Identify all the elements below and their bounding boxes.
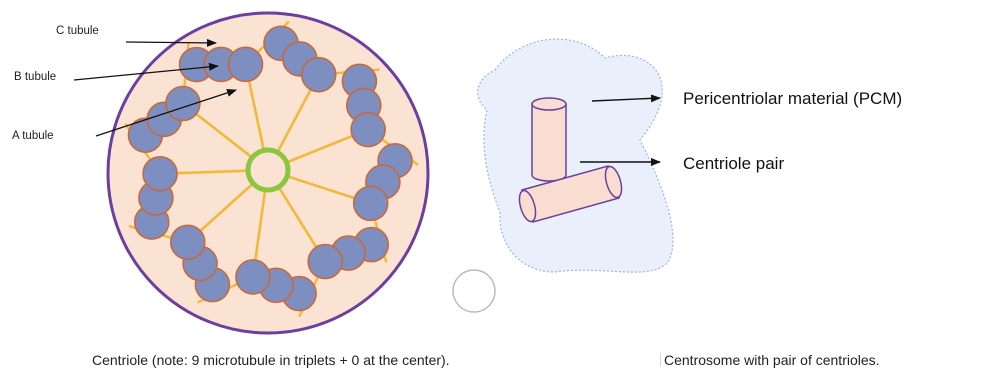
a-tubule-label: A tubule: [12, 130, 54, 142]
small-empty-circle: [453, 270, 495, 312]
a-tubule: [302, 58, 336, 92]
centriole-cross-section: [108, 13, 428, 333]
pericentriolar-material: [478, 39, 673, 272]
central-hub-ring: [248, 150, 288, 190]
pcm-label: Pericentriolar material (PCM): [683, 89, 902, 108]
a-tubule: [229, 47, 263, 81]
a-tubule: [171, 225, 205, 259]
a-tubule: [354, 186, 388, 220]
centriole-pair-label: Centriole pair: [683, 154, 784, 173]
centriole-upright: [532, 98, 566, 181]
centrosome: [478, 39, 673, 272]
c-tubule-label: C tubule: [56, 25, 99, 37]
a-tubule: [351, 113, 385, 147]
a-tubule: [308, 245, 342, 279]
a-tubule: [236, 260, 270, 294]
centrosome-caption: Centrosome with pair of centrioles.: [660, 352, 880, 368]
a-tubule: [143, 157, 177, 191]
centriole-caption: Centriole (note: 9 microtubule in triple…: [92, 352, 450, 368]
b-tubule-label: B tubule: [14, 71, 56, 83]
